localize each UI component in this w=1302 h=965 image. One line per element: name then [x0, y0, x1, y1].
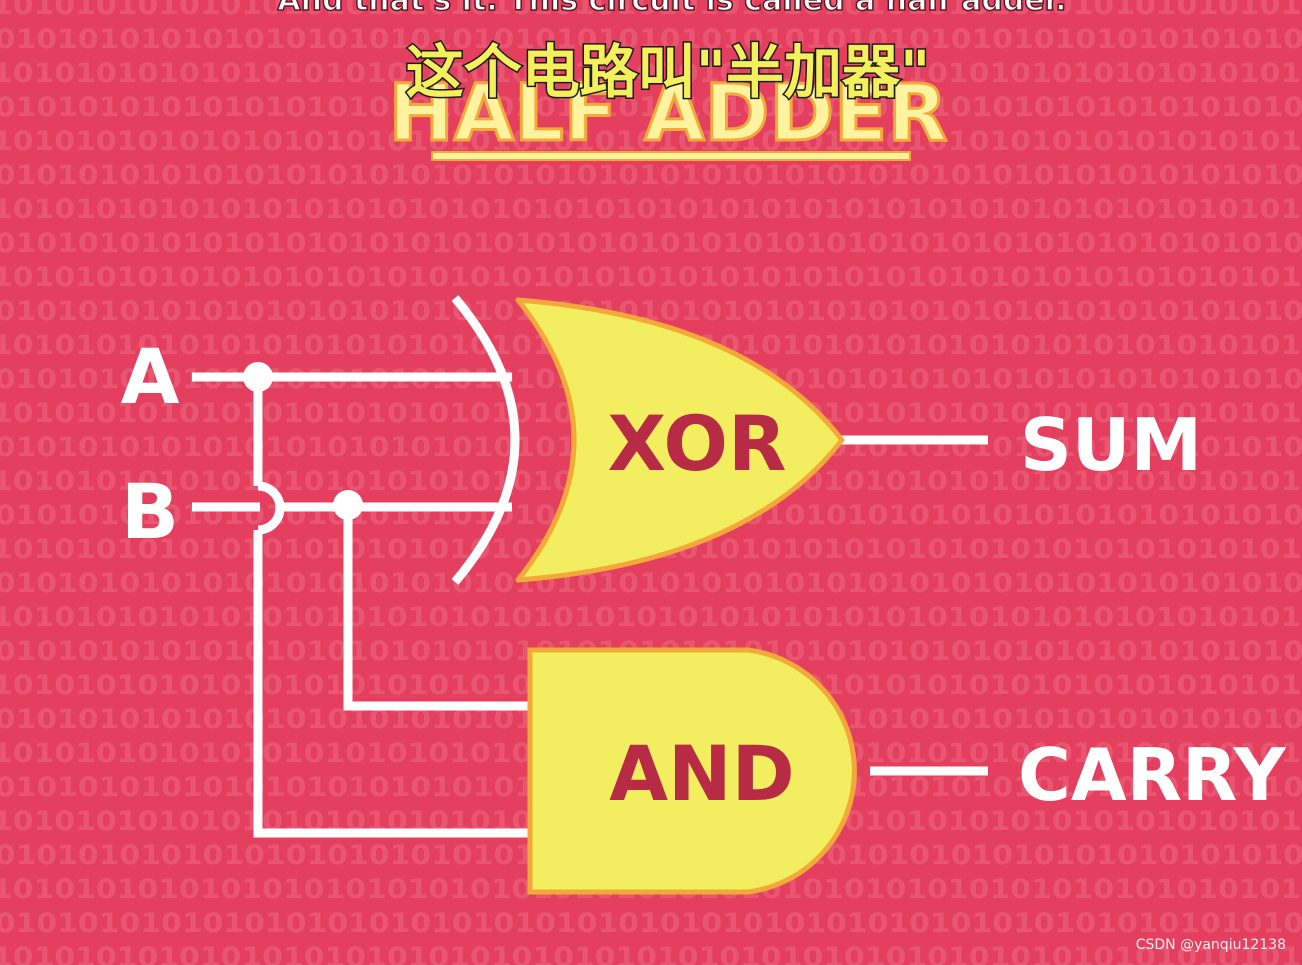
binary-row: 1010101010101010101010101010101010101010… — [0, 160, 1302, 191]
xor-input-arc — [451, 295, 520, 585]
binary-row: 1010101010101010101010101010101010101010… — [0, 0, 1302, 21]
wire-a-and — [253, 377, 532, 838]
binary-row: 1010101010101010101010101010101010101010… — [0, 228, 1302, 259]
junction-a — [243, 362, 273, 392]
binary-row: 1010101010101010101010101010101010101010… — [0, 58, 1302, 89]
binary-row: 1010101010101010101010101010101010101010… — [0, 568, 1302, 599]
diagram-title: HALF ADDER — [389, 69, 948, 159]
binary-row: 1010101010101010101010101010101010101010… — [0, 92, 1302, 123]
wire-b-and — [343, 507, 532, 711]
binary-row: 1010101010101010101010101010101010101010… — [0, 24, 1302, 55]
input-a-label: A — [121, 332, 180, 421]
sum-output-label: SUM — [1020, 403, 1202, 487]
xor-gate-label: XOR — [607, 399, 786, 488]
and-gate-label: AND — [609, 729, 795, 818]
binary-row: 1010101010101010101010101010101010101010… — [0, 908, 1302, 939]
binary-row: 1010101010101010101010101010101010101010… — [0, 942, 1302, 965]
input-b-label: B — [121, 467, 179, 556]
wire-crossover — [257, 481, 285, 535]
and-gate — [527, 647, 857, 895]
binary-row: 1010101010101010101010101010101010101010… — [0, 262, 1302, 293]
title-underline — [431, 151, 911, 161]
subtitle-english: And that's it. This circuit is called a … — [277, 0, 1066, 18]
binary-row: 1010101010101010101010101010101010101010… — [0, 602, 1302, 633]
junction-b — [333, 490, 363, 520]
subtitle-chinese: 这个电路叫"半加器" — [406, 38, 930, 106]
carry-output-label: CARRY — [1018, 733, 1287, 817]
xor-gate — [515, 297, 845, 583]
binary-row: 1010101010101010101010101010101010101010… — [0, 194, 1302, 225]
watermark: CSDN @yanqiu12138 — [1135, 937, 1286, 953]
